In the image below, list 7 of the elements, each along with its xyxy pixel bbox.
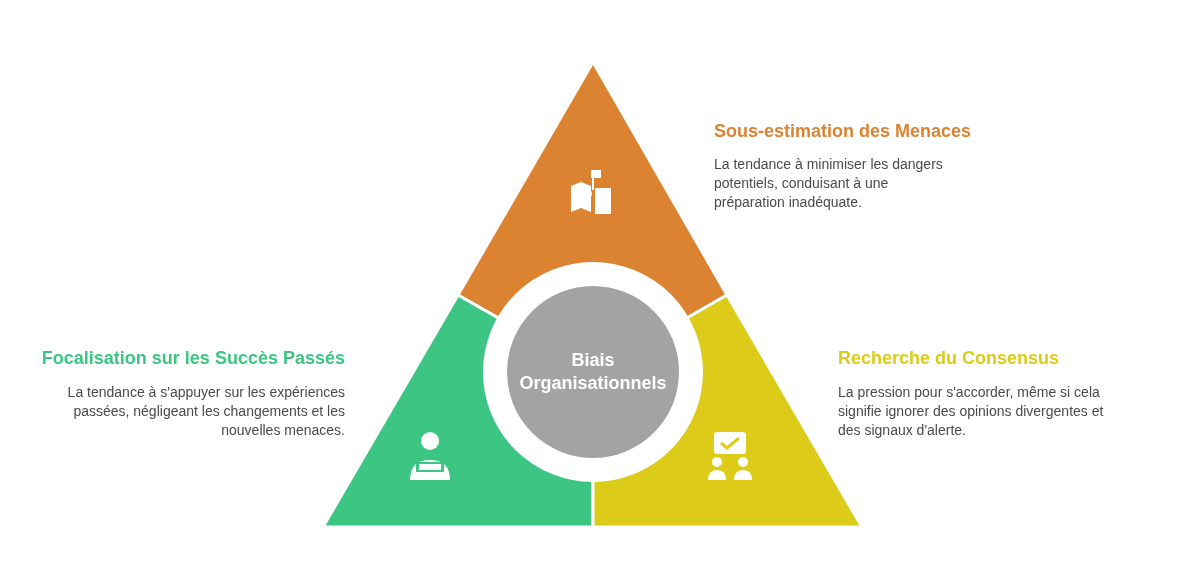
- segment-heading: Recherche du Consensus: [838, 347, 1060, 369]
- center-title: Biais Organisationnels: [518, 349, 668, 395]
- segment-heading: Focalisation sur les Succès Passés: [41, 347, 345, 369]
- segment-heading: Sous-estimation des Menaces: [714, 120, 972, 142]
- description-text: La pression pour s'accorder, même si cela signifie ignorer des opinions divergentes et des signaux d'alerte.: [838, 383, 1105, 440]
- description-text: La tendance à s'appuyer sur les expériences passées, négligeant les changements et les nouvelles menaces.: [66, 383, 345, 440]
- description-text: La tendance à minimiser les dangers potentiels, conduisant à une préparation inadéquate.: [714, 155, 944, 212]
